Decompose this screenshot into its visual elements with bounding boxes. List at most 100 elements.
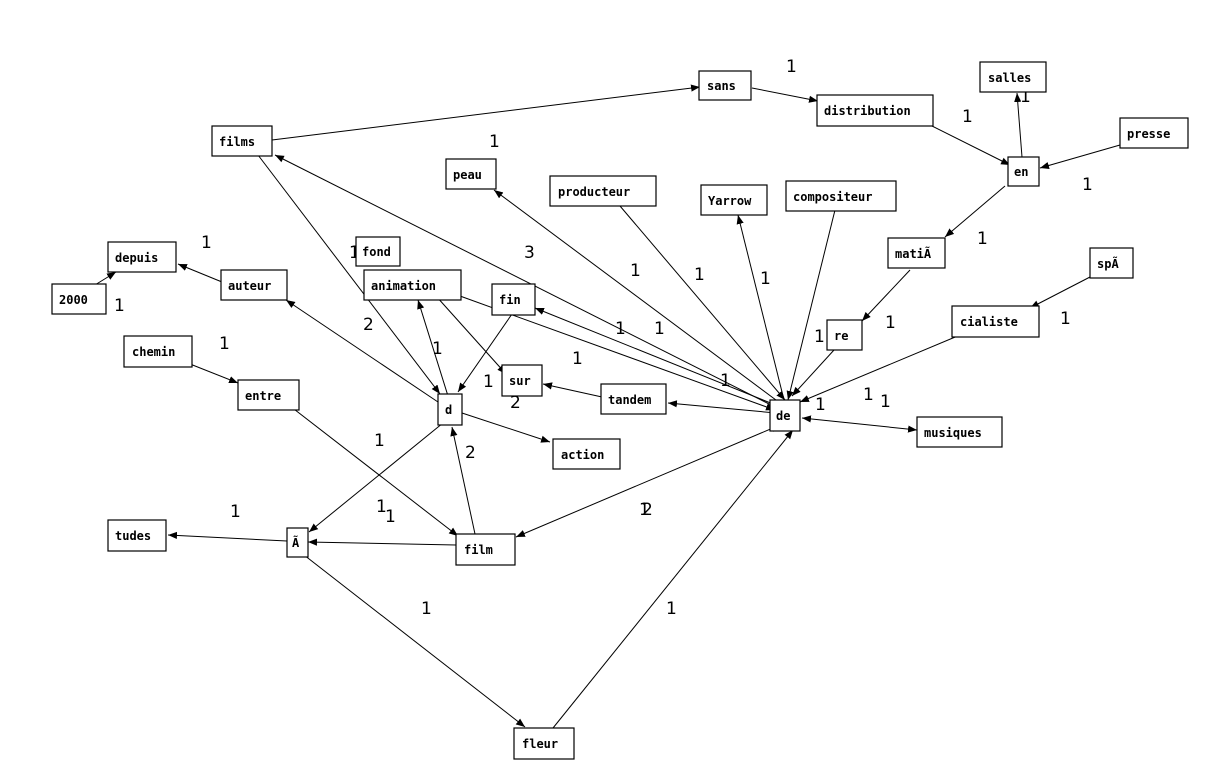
node-mati[interactable]: matiÃ: [887, 237, 946, 269]
edge-d-auteur: [285, 299, 439, 403]
edge-de-peau: [493, 189, 781, 404]
node-sur[interactable]: sur: [501, 364, 543, 397]
edge-entre-film: [289, 405, 459, 537]
node-distribution[interactable]: distribution: [816, 94, 934, 127]
node-label: depuis: [115, 251, 158, 265]
node-peau[interactable]: peau: [445, 158, 497, 190]
edge-d-animation: [417, 299, 449, 397]
edge-label: 2: [465, 443, 476, 463]
edge-label: 1: [880, 392, 891, 412]
edge-tandem-sur: [542, 382, 603, 398]
edge-label: 1: [421, 599, 432, 619]
node-chemin[interactable]: chemin: [123, 335, 193, 368]
node-re[interactable]: re: [826, 319, 863, 351]
node-label: action: [561, 448, 604, 462]
edge-label: 1: [385, 507, 396, 527]
node-film[interactable]: film: [455, 533, 516, 566]
node-films[interactable]: films: [211, 125, 273, 157]
edge-animation-sur: [435, 295, 507, 375]
node-label: salles: [988, 71, 1031, 85]
node-label: tudes: [115, 529, 151, 543]
edge-label: 1: [374, 431, 385, 451]
edge-label: 1: [432, 339, 443, 359]
edge-chemin-entre: [184, 361, 239, 384]
edge-label: 1: [230, 502, 241, 522]
edge-label: 1: [1020, 87, 1031, 107]
edge-label: 1: [639, 500, 650, 520]
node-label: de: [776, 409, 790, 423]
node-presse[interactable]: presse: [1119, 117, 1189, 149]
node-en[interactable]: en: [1007, 156, 1040, 187]
node-fond[interactable]: fond: [355, 236, 401, 267]
edge-film-d: [450, 426, 476, 535]
node-animation[interactable]: animation: [363, 269, 462, 301]
node-action[interactable]: action: [552, 438, 621, 470]
edge-label: 1: [1060, 309, 1071, 329]
node-entre[interactable]: entre: [237, 379, 300, 411]
node-producteur[interactable]: producteur: [549, 175, 657, 207]
node-tandem[interactable]: tandem: [600, 383, 667, 415]
edge-fin-d: [457, 313, 513, 393]
edge-mati-re: [861, 269, 911, 322]
edge-label: 1: [760, 269, 771, 289]
node-sans[interactable]: sans: [698, 70, 752, 101]
edge-cialiste-de: [799, 334, 961, 403]
node-spa[interactable]: spÃ: [1089, 247, 1134, 279]
edge-label: 1: [201, 233, 212, 253]
node-auteur[interactable]: auteur: [220, 269, 288, 301]
node-yarrow[interactable]: Yarrow: [700, 184, 768, 216]
edge-de-fin: [534, 307, 779, 407]
node-a[interactable]: Ã: [286, 527, 309, 558]
node-fleur[interactable]: fleur: [513, 727, 575, 760]
node-tudes[interactable]: tudes: [107, 519, 167, 552]
edge-label: 1: [349, 243, 360, 263]
edge-label: 1: [694, 265, 705, 285]
edge-labels: 1 1 1 1 1 1 1 1 1 1 1 1 1 1 1 1 1 3 1 1 …: [114, 57, 1093, 619]
edge-label: 1: [572, 349, 583, 369]
edge-d-action: [461, 412, 551, 443]
node-2000[interactable]: 2000: [51, 283, 107, 315]
node-de[interactable]: de: [769, 399, 801, 432]
edge-label: 1: [114, 296, 125, 316]
edge-label: 1: [885, 313, 896, 333]
node-label: musiques: [924, 426, 982, 440]
node-label: tandem: [608, 393, 651, 407]
edge-a-tudes: [167, 531, 288, 542]
edge-films-sans: [271, 84, 701, 141]
node-label: re: [834, 329, 848, 343]
edge-label: 1: [863, 385, 874, 405]
node-label: presse: [1127, 127, 1170, 141]
edge-label: 1: [666, 599, 677, 619]
edge-label: 1: [654, 319, 665, 339]
node-label: compositeur: [793, 190, 872, 204]
node-label: chemin: [132, 345, 175, 359]
node-fin[interactable]: fin: [491, 283, 536, 316]
edge-de-tandem: [667, 400, 777, 414]
edge-label: 1: [630, 261, 641, 281]
node-label: cialiste: [960, 315, 1018, 329]
edge-auteur-depuis: [177, 263, 223, 283]
node-d[interactable]: d: [437, 393, 463, 426]
node-musiques[interactable]: musiques: [916, 416, 1003, 448]
edge-label: 1: [786, 57, 797, 77]
node-label: distribution: [824, 104, 911, 118]
node-label: 2000: [59, 293, 88, 307]
edge-label: 1: [814, 327, 825, 347]
node-label: en: [1014, 165, 1028, 179]
edge-label: 1: [1082, 175, 1093, 195]
node-label: auteur: [228, 279, 271, 293]
edges: [89, 84, 1121, 729]
node-label: matiÃ: [895, 246, 932, 261]
edge-label: 2: [510, 393, 521, 413]
edge-label: 1: [376, 497, 387, 517]
edge-spa-cialiste: [1029, 276, 1091, 309]
node-salles[interactable]: salles: [979, 61, 1047, 93]
node-label: fleur: [522, 737, 558, 751]
node-depuis[interactable]: depuis: [107, 241, 177, 273]
node-label: film: [464, 543, 493, 557]
node-compositeur[interactable]: compositeur: [785, 180, 897, 212]
node-label: animation: [371, 279, 436, 293]
edge-distribution-en: [931, 125, 1011, 166]
node-cialiste[interactable]: cialiste: [951, 305, 1040, 338]
edge-fleur-de: [552, 429, 794, 729]
